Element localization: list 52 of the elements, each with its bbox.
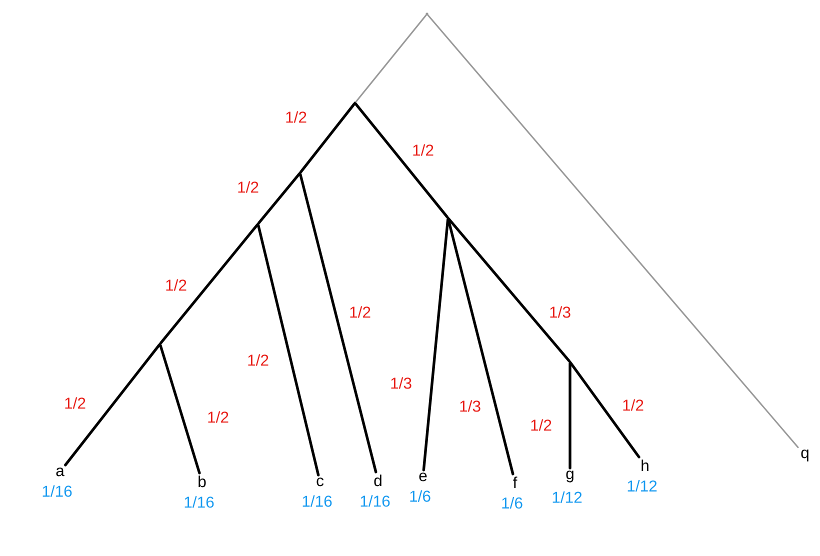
branch-point	[568, 360, 572, 364]
leaf-label: e	[419, 472, 427, 482]
edge-label: 1/2	[410, 143, 436, 157]
leaf-label: f	[513, 476, 518, 488]
branch-line	[159, 344, 201, 474]
branch-point	[354, 102, 356, 104]
edge-label: 1/3	[458, 399, 482, 413]
branch-line	[257, 224, 320, 476]
leaf-label: d	[374, 474, 382, 486]
branch-line	[422, 218, 450, 472]
branch-line	[355, 14, 427, 103]
weight-label: 1/6	[410, 490, 430, 502]
edge-label: 1/3	[388, 376, 414, 390]
edge-label: 1/2	[164, 278, 188, 292]
branch-point	[446, 216, 450, 220]
weight-label: 1/16	[302, 495, 332, 507]
branch-line	[160, 224, 258, 344]
edge-label: 1/2	[62, 396, 88, 410]
branch-line	[427, 14, 799, 448]
branch-line	[447, 218, 514, 476]
edge-label: 1/2	[284, 110, 308, 124]
leaf-label: a	[56, 468, 64, 476]
weight-label: 1/16	[184, 496, 214, 508]
branch-line	[354, 102, 448, 218]
edge-label: 1/2	[206, 410, 230, 424]
edge-label: 1/2	[528, 418, 554, 432]
edge-label: 1/2	[620, 398, 646, 412]
branch-line	[448, 218, 570, 362]
branch-line	[299, 173, 378, 474]
leaf-label: q	[801, 450, 808, 462]
leaf-label: c	[316, 478, 324, 486]
edge-label: 1/3	[548, 305, 572, 319]
branch-point	[256, 222, 260, 226]
branch-line	[300, 102, 356, 174]
weight-label: 1/16	[360, 495, 390, 507]
edge-label: 1/2	[246, 353, 270, 367]
weight-label: 1/16	[42, 485, 72, 497]
branch-point	[426, 12, 428, 16]
weight-label: 1/6	[502, 497, 522, 509]
branch-line	[258, 172, 300, 224]
leaf-label: h	[642, 460, 648, 472]
branch-line	[568, 362, 572, 470]
edge-label: 1/2	[236, 180, 260, 194]
weight-label: 1/12	[628, 480, 657, 492]
branch-line	[64, 344, 160, 466]
branch-line	[570, 362, 640, 458]
edge-label: 1/2	[348, 305, 372, 319]
branch-point	[298, 172, 302, 174]
branch-point	[158, 342, 162, 346]
weight-label: 1/12	[552, 491, 582, 503]
leaf-label: b	[198, 476, 206, 488]
leaf-label: g	[566, 470, 574, 482]
